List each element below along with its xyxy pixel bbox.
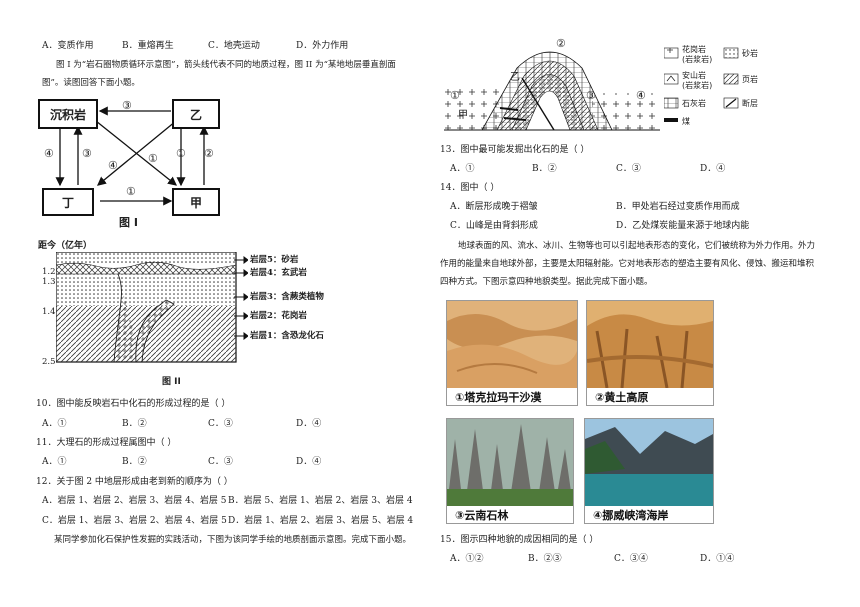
q10-option-d[interactable]: D．④: [296, 419, 322, 429]
label-1-cross: ①: [148, 152, 158, 165]
section-label-4: ④: [636, 89, 646, 102]
q15-option-a[interactable]: A．①②: [450, 554, 484, 564]
photo-stone-forest: ③云南石林: [446, 418, 574, 524]
q9-option-a[interactable]: A．变质作用: [42, 41, 94, 51]
box-jia: 甲: [172, 188, 220, 216]
intro-paragraph-1-cont: 图”。读图回答下面小题。: [42, 78, 140, 88]
q14-stem: 14．图中（ ）: [440, 183, 500, 193]
section-label-1: ①: [450, 89, 460, 102]
strata-y-label: 距今（亿年）: [38, 241, 93, 251]
q10-option-a[interactable]: A．①: [42, 419, 67, 429]
passage-line-1: 地球表面的风、流水、冰川、生物等也可以引起地表形态的变化，它们被统称为外力作用。…: [458, 241, 816, 251]
tick-1-2: 1.2: [42, 267, 56, 277]
q10-option-b[interactable]: B．②: [122, 419, 147, 429]
intro-paragraph-2: 某同学参加化石保护性发掘的实践活动，下图为该同学手绘的地质剖面示意图。完成下面小…: [54, 535, 412, 545]
q13-option-a[interactable]: A．①: [450, 164, 475, 174]
fjord-image: [585, 419, 713, 506]
passage-line-2: 作用的能量来自地球外部，主要是太阳辐射能。它对地表形态的塑造主要有风化、侵蚀、搬…: [440, 259, 815, 269]
q12-option-a[interactable]: A．岩层 1、岩层 2、岩层 3、岩层 4、岩层 5: [42, 496, 227, 506]
box-ding: 丁: [42, 188, 94, 216]
q15-stem: 15．图示四种地貌的成因相同的是（ ）: [440, 535, 599, 545]
q13-option-b[interactable]: B．②: [532, 164, 557, 174]
section-label-yi: 乙: [510, 72, 520, 83]
legend-granite: 花岗岩: [682, 45, 706, 54]
section-label-3: ③: [586, 89, 596, 102]
label-1-right: ①: [176, 147, 186, 160]
rock-cycle-arrows: [55, 106, 209, 206]
tick-1-4: 1.4: [42, 307, 56, 317]
legend-shale: 页岩: [742, 75, 758, 84]
legend-fault: 断层: [742, 99, 758, 108]
q12-option-d[interactable]: D．岩层 1、岩层 2、岩层 3、岩层 5、岩层 4: [228, 516, 414, 526]
layer-2-label: 岩层2：花岗岩: [250, 311, 307, 321]
tick-1-3: 1.3: [42, 277, 56, 287]
label-3-top: ③: [122, 99, 132, 112]
layer-4-label: 岩层4：玄武岩: [250, 268, 307, 278]
q9-option-b[interactable]: B．重熔再生: [122, 41, 174, 51]
photo-desert: ①塔克拉玛干沙漠: [446, 300, 578, 406]
box-sedimentary-rock: 沉积岩: [38, 99, 98, 129]
legend-granite-type: (岩浆岩): [682, 55, 713, 64]
q15-option-c[interactable]: C．③④: [614, 554, 648, 564]
desert-image: [447, 301, 577, 388]
photo-fjord-label: ④挪威峡湾海岸: [585, 506, 713, 523]
label-3-left: ③: [82, 147, 92, 160]
q11-option-a[interactable]: A．①: [42, 457, 67, 467]
label-1-bottom: ①: [126, 185, 136, 198]
photo-stone-forest-label: ③云南石林: [447, 506, 573, 523]
q11-stem: 11．大理石的形成过程属图中（ ）: [36, 438, 177, 448]
geologic-section-drawing: [444, 51, 660, 131]
q10-option-c[interactable]: C．③: [208, 419, 233, 429]
layer-3-label: 岩层3：含蕨类植物: [250, 292, 324, 302]
q13-stem: 13．图中最可能发掘出化石的是（ ）: [440, 145, 590, 155]
q9-option-d[interactable]: D．外力作用: [296, 41, 349, 51]
q14-option-c[interactable]: C．山峰是由背斜形成: [450, 221, 538, 231]
label-4-cross: ④: [108, 159, 118, 172]
box-yi: 乙: [172, 99, 220, 129]
stone-forest-image: [447, 419, 573, 506]
q11-option-b[interactable]: B．②: [122, 457, 147, 467]
legend-andesite: 安山岩: [682, 71, 706, 80]
loess-image: [587, 301, 713, 388]
q9-option-c[interactable]: C．地壳运动: [208, 41, 260, 51]
section-label-2: ②: [556, 37, 566, 50]
layer-5-label: 岩层5：砂岩: [250, 255, 299, 265]
intro-paragraph-1: 图 I 为“岩石圈物质循环示意图”，箭头线代表不同的地质过程，图 II 为“某地…: [56, 60, 396, 70]
q12-stem: 12．关于图 2 中地层形成由老到新的顺序为（ ）: [36, 477, 233, 487]
q10-stem: 10．图中能反映岩石中化石的形成过程的是（ ）: [36, 399, 231, 409]
photo-loess: ②黄土高原: [586, 300, 714, 406]
q15-option-d[interactable]: D．①④: [700, 554, 735, 564]
section-legend-swatches: [664, 47, 739, 122]
q11-option-d[interactable]: D．④: [296, 457, 322, 467]
photo-desert-label: ①塔克拉玛干沙漠: [447, 388, 577, 405]
passage-line-3: 四种方式。下图示意四种地貌类型。据此完成下面小题。: [440, 277, 653, 287]
strata-columns: [56, 252, 237, 363]
photo-fjord: ④挪威峡湾海岸: [584, 418, 714, 524]
label-2-right: ②: [204, 147, 214, 160]
q14-option-d[interactable]: D．乙处煤炭能量来源于地球内能: [616, 221, 750, 231]
q14-option-a[interactable]: A．断层形成晚于褶皱: [450, 202, 538, 212]
legend-andesite-type: (岩浆岩): [682, 81, 713, 90]
label-4-left: ④: [44, 147, 54, 160]
q11-option-c[interactable]: C．③: [208, 457, 233, 467]
q13-option-d[interactable]: D．④: [700, 164, 726, 174]
legend-limestone: 石灰岩: [682, 99, 706, 108]
figure-2-caption: 图 II: [162, 377, 181, 387]
tick-2-5: 2.5: [42, 357, 56, 367]
legend-coal: 煤: [682, 117, 690, 126]
q12-option-c[interactable]: C．岩层 1、岩层 3、岩层 2、岩层 4、岩层 5: [42, 516, 227, 526]
figure-1-caption: 图 I: [119, 216, 138, 229]
layer-pointer-arrows: [234, 256, 248, 340]
section-label-jia: 甲: [458, 110, 468, 121]
legend-sandstone: 砂岩: [742, 49, 758, 58]
layer-1-label: 岩层1：含恐龙化石: [250, 331, 324, 341]
q12-option-b[interactable]: B．岩层 5、岩层 1、岩层 2、岩层 3、岩层 4: [228, 496, 413, 506]
photo-loess-label: ②黄土高原: [587, 388, 713, 405]
q14-option-b[interactable]: B．甲处岩石经过变质作用而成: [616, 202, 740, 212]
q15-option-b[interactable]: B．②③: [528, 554, 562, 564]
q13-option-c[interactable]: C．③: [616, 164, 641, 174]
